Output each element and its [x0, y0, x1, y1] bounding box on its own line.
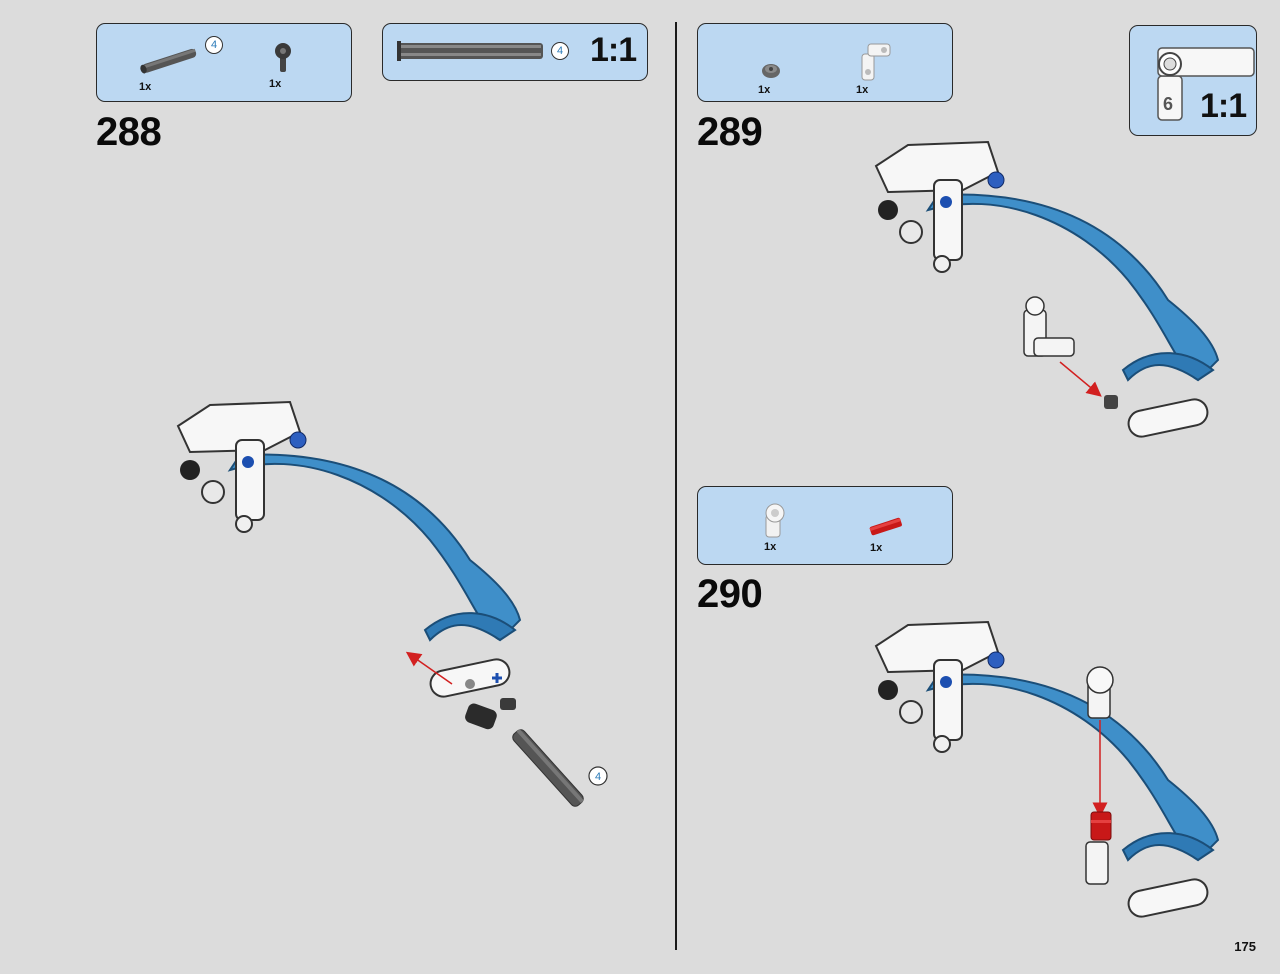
step-number-288: 288 — [96, 110, 162, 154]
parts-callout-289: 1x 1x — [697, 23, 953, 102]
connector-number: 6 — [1163, 94, 1174, 114]
angle-connector-icon — [861, 43, 891, 81]
axle-scale-icon — [397, 41, 543, 61]
length-badge: 4 — [595, 771, 601, 783]
scale-label: 1:1 — [1200, 87, 1247, 125]
step-number-290: 290 — [697, 572, 763, 616]
parts-callout-288: 4 1x 1x — [96, 23, 352, 102]
scale-callout-288: 4 1:1 — [382, 23, 648, 81]
page-number: 175 — [1234, 939, 1256, 954]
model-288: 4 — [177, 401, 608, 807]
scale-label: 1:1 — [590, 31, 637, 69]
qty-label: 1x — [139, 81, 152, 93]
axle-4-icon — [140, 48, 197, 74]
qty-label: 1x — [758, 84, 771, 96]
angle-connector-6-icon — [1157, 47, 1255, 121]
qty-label: 1x — [870, 542, 883, 554]
axle-connector-part — [1086, 666, 1114, 719]
model-290 — [875, 621, 1219, 921]
length-badge: 4 — [551, 42, 569, 60]
angle-connector-part — [1023, 296, 1075, 357]
red-axle-icon — [869, 517, 902, 536]
page-divider — [675, 22, 677, 950]
qty-label: 1x — [764, 541, 777, 553]
pin-connector-icon — [275, 43, 291, 72]
axle-part — [512, 728, 584, 807]
bush-icon — [762, 64, 780, 78]
qty-label: 1x — [856, 84, 869, 96]
qty-label: 1x — [269, 78, 282, 90]
step-number-289: 289 — [697, 110, 763, 154]
axle-connector-icon — [765, 503, 785, 538]
model-289 — [875, 141, 1219, 441]
length-badge: 4 — [205, 36, 223, 54]
scale-callout-289: 6 1:1 — [1129, 25, 1257, 136]
pin-connector-part — [465, 698, 516, 730]
red-axle-part — [1090, 811, 1112, 841]
parts-callout-290: 1x 1x — [697, 486, 953, 565]
